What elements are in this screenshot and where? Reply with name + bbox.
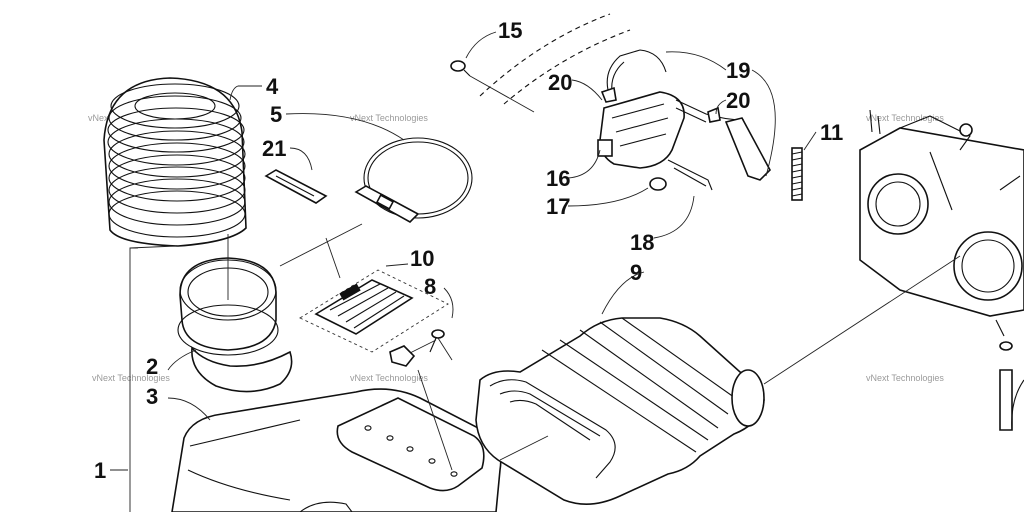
callout-20: 20 [548,70,572,95]
screw [389,329,453,471]
callouts: 1 2 3 4 5 8 9 10 11 15 16 17 18 19 20 20… [94,18,843,483]
leader-lines [110,31,961,512]
callout-18: 18 [630,230,654,255]
callout-21: 21 [262,136,286,161]
bellows-boot [103,77,247,247]
intake-boot [475,317,765,505]
airbox [171,388,502,513]
callout-3: 3 [146,384,158,409]
callout-5: 5 [270,102,282,127]
callout-10: 10 [410,246,434,271]
coupling-ring [177,257,293,393]
callout-20: 20 [726,88,750,113]
callout-15: 15 [498,18,522,43]
watermark: vNext Technologies [92,373,170,383]
gasket-strip [264,169,328,204]
callout-2: 2 [146,354,158,379]
watermark: vNext Technologies [866,113,944,123]
callout-8: 8 [424,274,436,299]
callout-11: 11 [820,120,843,145]
hose-clamp [354,137,473,223]
watermark: vNext Technologies [350,113,428,123]
fuel-pump-assembly [450,13,771,191]
callout-9: 9 [630,260,642,285]
decal-label [299,269,449,353]
carburetor-assembly [859,109,1024,431]
callout-19: 19 [726,58,750,83]
callout-17: 17 [546,194,570,219]
callout-1: 1 [94,458,106,483]
watermark: vNext Technologies [866,373,944,383]
spring [791,147,803,201]
callout-16: 16 [546,166,570,191]
watermark: vNext Technologies [350,373,428,383]
callout-4: 4 [266,74,279,99]
